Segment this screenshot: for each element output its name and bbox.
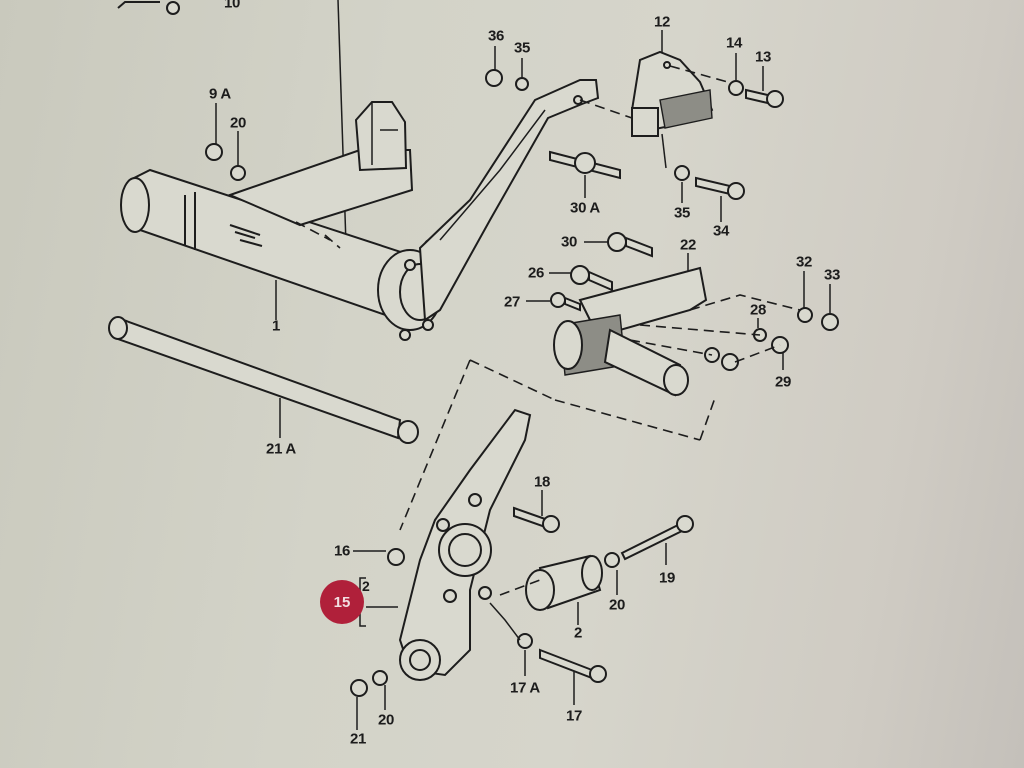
- label-part-21a: 21 A: [266, 440, 296, 458]
- label-part-16: 16: [333, 542, 351, 560]
- part-10-fragment: [117, 0, 180, 15]
- part-1-torsion-tube: [120, 79, 600, 341]
- label-part-35-upper: 35: [513, 39, 531, 57]
- label-part-13: 13: [754, 48, 772, 66]
- label-part-21: 21: [349, 730, 367, 748]
- label-part-29: 29: [774, 373, 792, 391]
- label-part-28: 28: [749, 301, 767, 319]
- label-part-17: 17: [565, 707, 583, 725]
- label-part-20-lower: 20: [377, 711, 395, 729]
- part-22-bracket-bushing: [550, 232, 839, 397]
- label-part-20-mid: 20: [608, 596, 626, 614]
- label-part-32: 32: [795, 253, 813, 271]
- fasteners-top: [205, 69, 784, 200]
- part-15-trailing-arm: [387, 408, 532, 681]
- label-part-34: 34: [712, 222, 730, 240]
- part-12-mount: [579, 50, 736, 169]
- label-part-36: 36: [487, 27, 505, 45]
- part-21a-shaft: [108, 316, 419, 444]
- label-part-1: 1: [271, 317, 281, 335]
- highlight-sub-label: 2: [362, 578, 370, 594]
- label-part-2: 2: [573, 624, 583, 642]
- dashed-group-outline-bottom: [554, 399, 701, 441]
- label-part-27: 27: [503, 293, 521, 311]
- label-part-10: 10: [223, 0, 241, 12]
- label-part-30a: 30 A: [570, 199, 600, 217]
- dashed-group-outline: [399, 359, 717, 531]
- label-part-17a: 17 A: [510, 679, 540, 697]
- label-part-22: 22: [679, 236, 697, 254]
- label-part-19: 19: [658, 569, 676, 587]
- label-part-26: 26: [527, 264, 545, 282]
- leader-lines: [215, 30, 831, 730]
- label-part-35-lower: 35: [673, 204, 691, 222]
- label-part-20-upper: 20: [229, 114, 247, 132]
- label-part-33: 33: [823, 266, 841, 284]
- label-part-18: 18: [533, 473, 551, 491]
- label-part-12: 12: [653, 13, 671, 31]
- label-part-9a: 9 A: [209, 85, 231, 103]
- label-part-14: 14: [725, 34, 743, 52]
- highlight-badge-part-15[interactable]: 15: [320, 580, 364, 624]
- label-part-30: 30: [560, 233, 578, 251]
- fasteners-lower: [350, 506, 694, 697]
- highlight-badge-number: 15: [333, 593, 351, 611]
